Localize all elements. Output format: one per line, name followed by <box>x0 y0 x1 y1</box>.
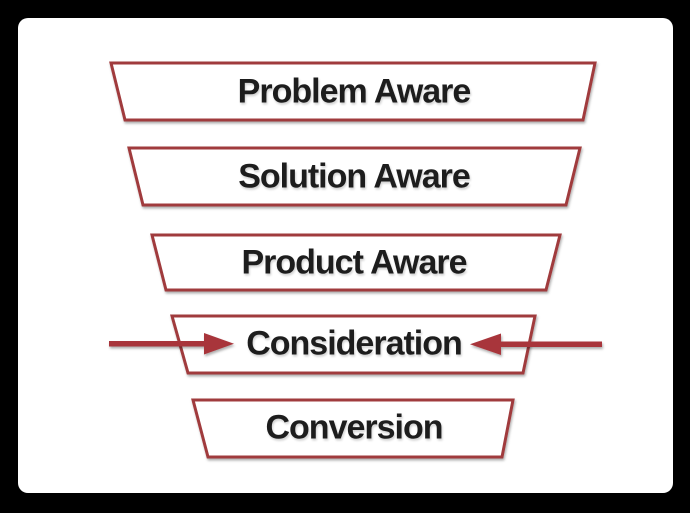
funnel-stage-solution-aware-shape <box>127 146 582 207</box>
funnel-stage-problem-aware-label: Problem Aware <box>237 72 472 111</box>
funnel-stage-conversion-shape <box>191 398 515 459</box>
funnel-stage-problem-aware-shape <box>109 61 597 122</box>
arrow-left-icon <box>470 333 602 355</box>
arrow-right-icon <box>109 333 234 355</box>
funnel-stage-conversion-label: Conversion <box>265 408 443 447</box>
funnel-stage-solution-aware-label: Solution Aware <box>238 157 471 196</box>
funnel-stage-product-aware-shape <box>150 233 562 292</box>
funnel-stage-consideration-shape <box>170 314 537 375</box>
funnel-stage-consideration-label: Consideration <box>246 324 463 363</box>
funnel-stage-product-aware-label: Product Aware <box>241 243 467 282</box>
